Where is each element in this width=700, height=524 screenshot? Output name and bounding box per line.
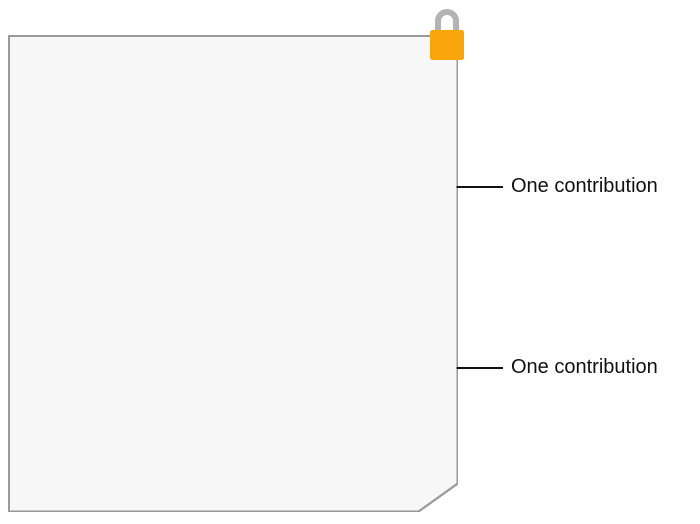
encrypted-payload-panel: [8, 35, 458, 512]
callout-label: One contribution: [511, 356, 658, 378]
callout-leader-line: [436, 367, 503, 369]
padlock-icon: [424, 4, 470, 62]
callout-leader-line: [436, 186, 503, 188]
panel-background: [9, 36, 457, 511]
callout-label: One contribution: [511, 175, 658, 197]
